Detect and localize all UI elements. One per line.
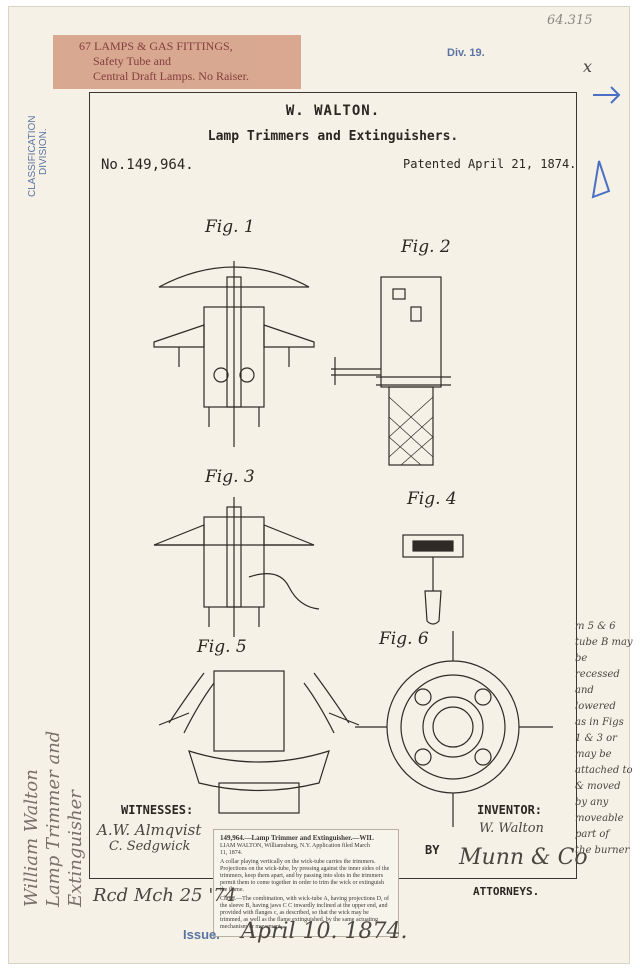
side-note-line: attached to xyxy=(575,765,633,776)
inventor-label: INVENTOR: xyxy=(477,803,543,817)
clipping-body: A collar playing vertically on the wick-… xyxy=(220,859,390,893)
clipping-line-2: LIAM WALTON, Williamsburg, N.Y. Applicat… xyxy=(220,843,370,849)
clipping-heading: 149,964.—Lamp Trimmer and Extinguisher.—… xyxy=(220,834,374,842)
patent-number: No.149,964. xyxy=(101,157,194,173)
clipping-line-3: 11, 1874. xyxy=(220,850,243,856)
category-label: 67 LAMPS & GAS FITTINGS, Safety Tube and… xyxy=(53,35,301,89)
category-line-3: Central Draft Lamps. No Raiser. xyxy=(93,69,249,83)
fig-5-label: Fig. 5 xyxy=(197,637,247,657)
patent-title: Lamp Trimmers and Extinguishers. xyxy=(207,129,459,144)
fig-3-label: Fig. 3 xyxy=(205,467,255,487)
received-note: Rcd Mch 25 '74 xyxy=(93,885,237,906)
corner-marks: x xyxy=(583,57,593,76)
patent-sheet: 67 LAMPS & GAS FITTINGS, Safety Tube and… xyxy=(8,6,633,964)
classification-text: CLASSIFICATION xyxy=(27,115,38,198)
side-note-line: may be xyxy=(575,749,612,760)
by-label: BY xyxy=(425,843,440,857)
fig-2-label: Fig. 2 xyxy=(401,237,451,257)
attorneys-signature: Munn & Co xyxy=(459,845,588,870)
clipping-claim: Claim.—The combination, with wick-tube A… xyxy=(220,896,389,930)
inventor-name: W. WALTON. xyxy=(285,103,381,119)
margin-script-line: Extinguisher xyxy=(65,790,86,907)
witness-1-signature: A.W. Almqvist xyxy=(97,821,202,839)
corner-number: 64.315 xyxy=(547,13,593,28)
side-note-line: by any xyxy=(575,797,609,808)
side-note-line: m 5 & 6 xyxy=(575,621,616,632)
fig-6-label: Fig. 6 xyxy=(379,629,429,649)
side-note-line: as in Figs xyxy=(575,717,624,728)
blue-triangle-icon xyxy=(591,160,611,199)
side-note-line: the burner xyxy=(575,845,630,856)
fig-4-drawing xyxy=(402,534,464,625)
division-text: DIVISION. xyxy=(38,128,49,175)
fig-2-drawing xyxy=(331,276,451,466)
patent-date: Patented April 21, 1874. xyxy=(403,157,577,171)
witnesses-label: WITNESSES: xyxy=(121,803,194,817)
side-note-line: be recessed xyxy=(575,653,620,680)
gazette-clipping: 149,964.—Lamp Trimmer and Extinguisher.—… xyxy=(213,829,399,937)
side-note-line: moveable xyxy=(575,813,624,824)
side-note-line: and lowered xyxy=(575,685,616,712)
issue-date: April 10. 1874. xyxy=(241,919,408,944)
inventor-signature: W. Walton xyxy=(479,821,544,836)
division-stamp: Div. 19. xyxy=(447,47,485,59)
margin-script-line: William Walton xyxy=(21,769,42,907)
fig-1-drawing xyxy=(153,261,315,447)
margin-script: William Walton Lamp Trimmer and Extingui… xyxy=(21,731,87,907)
category-line-1: 67 LAMPS & GAS FITTINGS, xyxy=(79,39,233,53)
classification-stamp: CLASSIFICATION DIVISION. xyxy=(27,116,49,198)
fig-5-drawing xyxy=(158,670,360,814)
side-note-line: part of xyxy=(575,829,610,840)
fig-3-drawing xyxy=(153,497,320,637)
blue-arrow-icon xyxy=(593,86,621,104)
side-note-line: tube B may xyxy=(575,637,633,648)
fig-1-label: Fig. 1 xyxy=(205,217,255,237)
side-note: m 5 & 6 tube B may be recessed and lower… xyxy=(575,619,633,859)
issue-label: Issue. xyxy=(183,927,220,942)
fig-4-label: Fig. 4 xyxy=(407,489,457,509)
attorneys-label: ATTORNEYS. xyxy=(473,885,540,898)
fig-6-drawing xyxy=(355,631,553,827)
category-line-2: Safety Tube and xyxy=(93,54,171,68)
side-note-line: & moved xyxy=(575,781,621,792)
margin-script-line: Lamp Trimmer and xyxy=(43,730,64,907)
witness-2-signature: C. Sedgwick xyxy=(109,839,191,854)
side-note-line: 1 & 3 or xyxy=(575,733,617,744)
